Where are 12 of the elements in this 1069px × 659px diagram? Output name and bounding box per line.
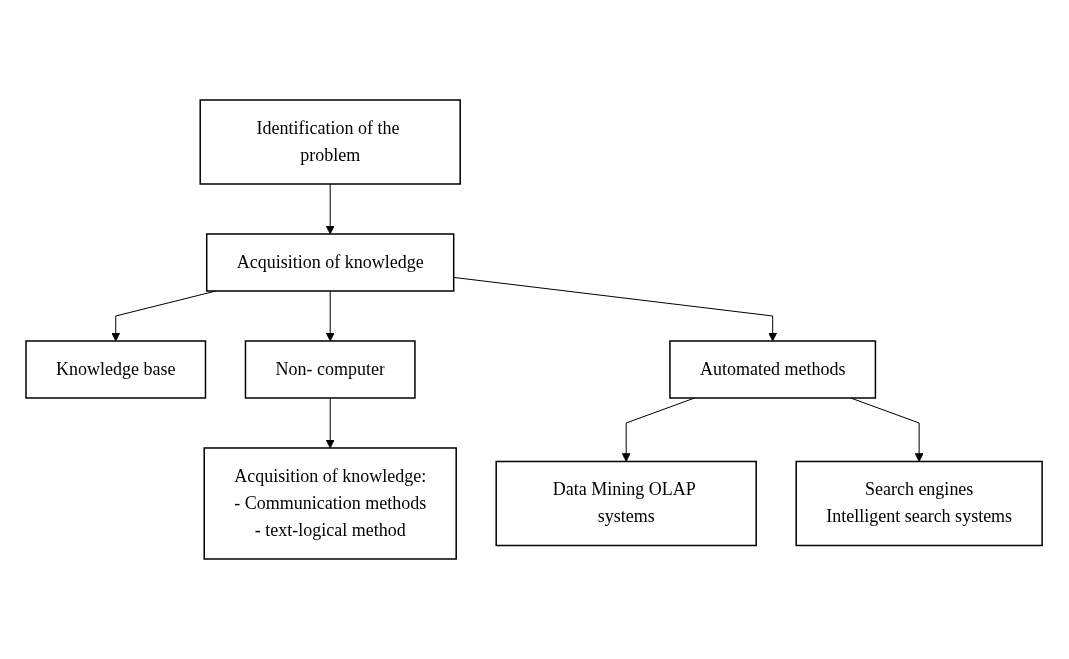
node-box: Knowledge base bbox=[25, 340, 207, 399]
node-box: Acquisition of knowledge: - Communication methods - text-logical method bbox=[203, 447, 458, 560]
node-box: Identification of the problem bbox=[199, 99, 462, 185]
node-box: Automated methods bbox=[669, 340, 877, 399]
arrow bbox=[326, 397, 336, 449]
arrow bbox=[326, 290, 336, 342]
node-box: Non- computer bbox=[245, 340, 417, 399]
node-box: Search engines Intelligent search systems bbox=[795, 460, 1044, 547]
node-box: Data Mining OLAP systems bbox=[495, 460, 758, 547]
arrow bbox=[850, 397, 924, 462]
arrow bbox=[326, 183, 336, 235]
node-box: Acquisition of knowledge bbox=[206, 233, 455, 292]
